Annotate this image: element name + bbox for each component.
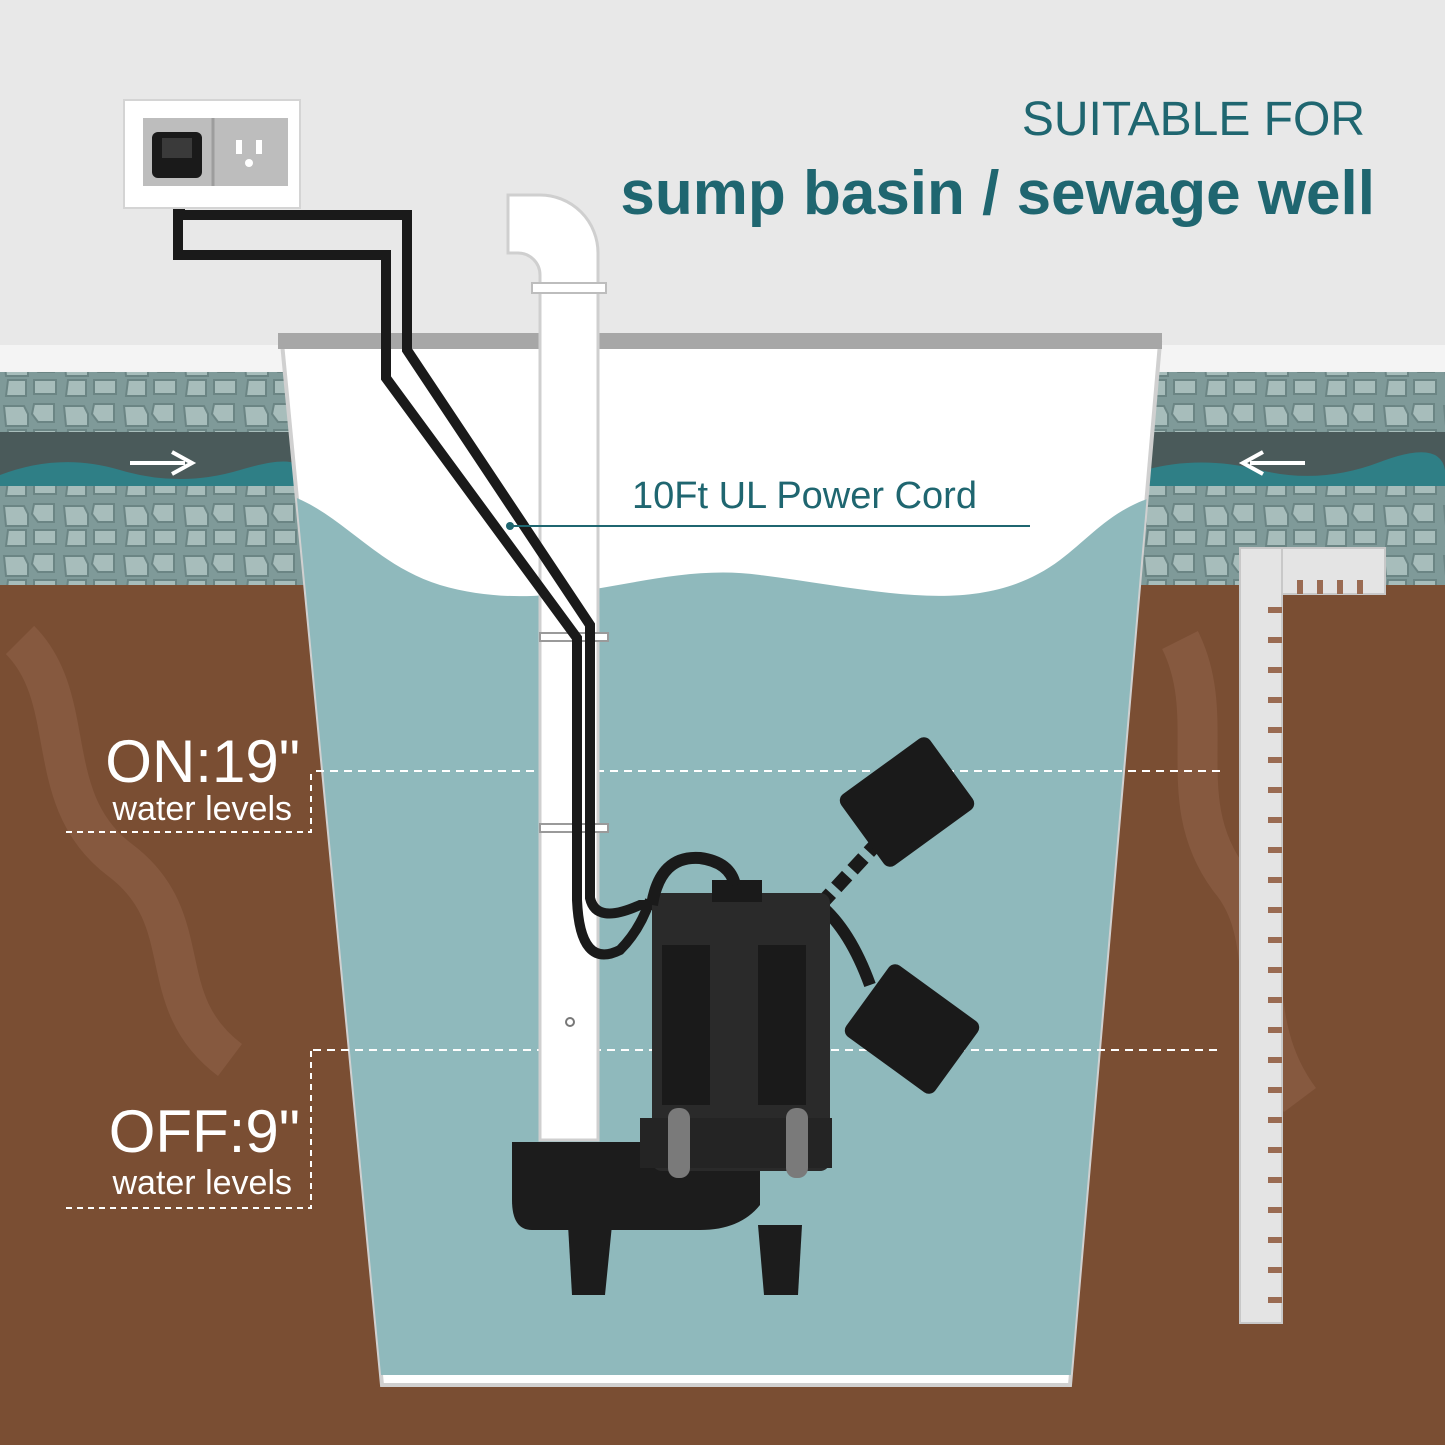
on-label-bracket <box>66 771 312 833</box>
basin-rim <box>278 333 1162 349</box>
inlet-water-right <box>1145 452 1445 486</box>
power-plug-icon <box>152 132 202 178</box>
wall-outlet-icon <box>123 99 301 209</box>
pump-body <box>512 851 832 1295</box>
ruler-icon <box>1239 547 1386 1324</box>
inlet-water-left <box>0 461 300 486</box>
power-cord-outer <box>173 180 655 960</box>
heading-line2: sump basin / sewage well <box>620 159 1375 228</box>
power-cord-inner <box>175 180 730 919</box>
off-label-bracket <box>66 1050 312 1209</box>
cord-callout-label: 10Ft UL Power Cord <box>632 475 977 517</box>
heading-line1: SUITABLE FOR <box>1022 93 1365 146</box>
cord-callout-dot <box>506 522 514 530</box>
inflow-arrow-icon <box>130 450 1305 476</box>
off-level-caption: water levels <box>111 1164 292 1202</box>
on-level-value: ON:19" <box>105 728 300 795</box>
on-level-caption: water levels <box>111 790 292 828</box>
off-level-value: OFF:9" <box>109 1098 300 1165</box>
float-switch <box>814 737 980 1094</box>
